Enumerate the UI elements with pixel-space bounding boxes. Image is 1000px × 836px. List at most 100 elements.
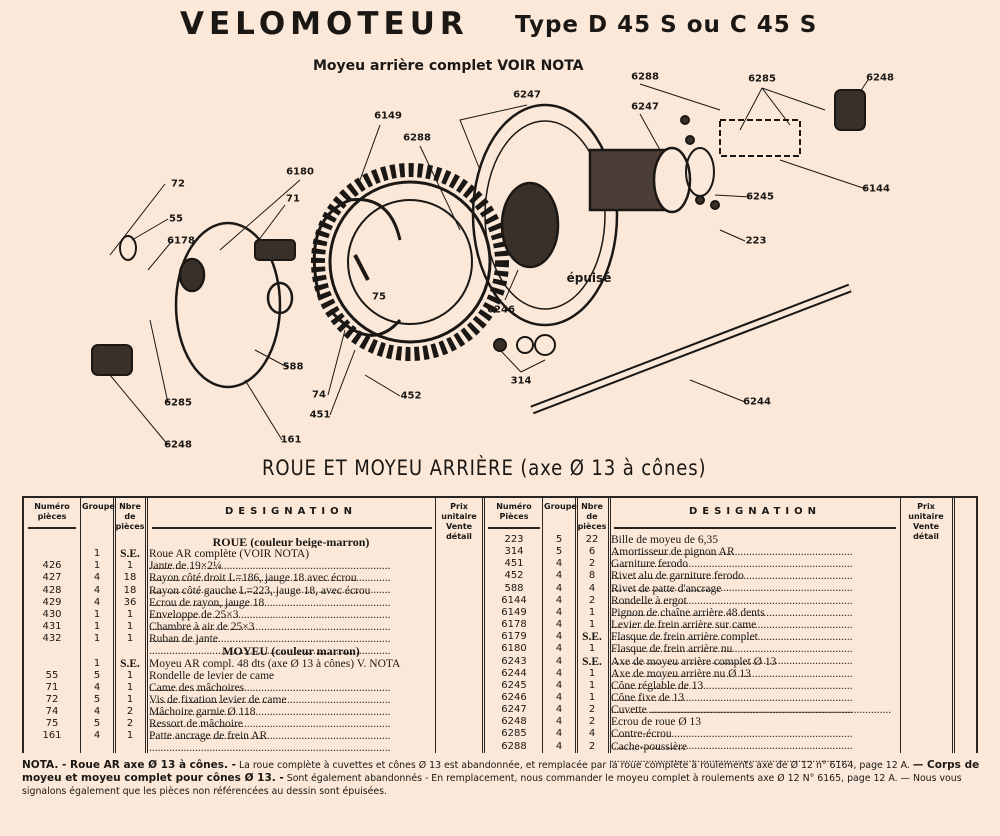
designation: Chambre à air de 25×3 xyxy=(149,621,433,645)
quantity: 1 xyxy=(126,621,134,633)
callout-label: 452 xyxy=(400,390,422,402)
designation: Pignon de chaîne arrière 48 dents xyxy=(611,607,897,631)
part-number: 6247 xyxy=(501,704,527,716)
group: 1 xyxy=(93,548,101,560)
part-number: 71 xyxy=(45,681,59,693)
group: 5 xyxy=(555,534,563,545)
exhausted-note: épuisé xyxy=(566,271,612,285)
group: 1 xyxy=(93,633,101,645)
part-number: 6243 xyxy=(501,655,527,667)
quantity: 1 xyxy=(126,693,134,705)
group: 1 xyxy=(93,657,101,669)
part-number: 451 xyxy=(504,558,524,570)
quantity: 1 xyxy=(126,681,134,693)
model-type: Type D 45 S ou C 45 S xyxy=(515,12,818,38)
hub-drawing xyxy=(471,103,692,327)
designation: ROUE (couleur beige-marron) xyxy=(212,536,370,548)
callout-label: 161 xyxy=(280,434,302,446)
header-groupe: Groupe xyxy=(82,502,115,511)
quantity: 4 xyxy=(588,728,596,740)
nota-text-1: La roue complète à cuvettes et cônes Ø 1… xyxy=(235,760,913,771)
exploded-hub-diagram xyxy=(91,79,869,446)
designation: Ecrou de rayon, jauge 18 xyxy=(149,597,433,621)
part-number: 6246 xyxy=(501,691,527,703)
quantity: 36 xyxy=(123,596,137,608)
sprocket-drawing xyxy=(311,163,509,361)
group: 5 xyxy=(555,546,563,558)
part-number: 588 xyxy=(504,582,524,594)
group: 4 xyxy=(555,704,563,716)
table-row: MOYEU (couleur marron) xyxy=(24,645,444,657)
designation: Rondelle à ergot xyxy=(611,595,897,619)
part-number: 72 xyxy=(45,693,59,705)
part-number: 6179 xyxy=(501,631,527,643)
quantity: 1 xyxy=(588,679,596,691)
designation: Levier de frein arrière sur came xyxy=(611,619,897,643)
nota-footnote: NOTA. - Roue AR axe Ø 13 à cônes. - La r… xyxy=(22,759,982,798)
designation: Moyeu AR compl. 48 dts (axe Ø 13 à cônes… xyxy=(149,657,401,670)
group: 1 xyxy=(93,560,101,572)
callout-label: 6248 xyxy=(164,439,192,451)
group: 4 xyxy=(93,681,101,693)
callout-label: 6247 xyxy=(513,89,541,101)
page-title: VELOMOTEUR xyxy=(180,6,469,42)
group: 4 xyxy=(555,740,563,752)
group: 4 xyxy=(555,691,563,703)
part-number: 428 xyxy=(42,584,62,596)
part-number: 6245 xyxy=(501,679,527,691)
header-num: Numéro Pièces xyxy=(496,502,532,521)
callout-label: 314 xyxy=(510,375,532,387)
callout-label: 6285 xyxy=(164,397,192,409)
header-groupe: Groupe xyxy=(544,502,577,511)
part-number: 6180 xyxy=(501,643,527,655)
callout-label: 6244 xyxy=(743,396,771,408)
quantity: 1 xyxy=(126,730,134,742)
designation: Jante de 19×2¼ xyxy=(149,560,433,584)
brake-shoes-drawing xyxy=(312,198,402,337)
quantity: 8 xyxy=(588,570,596,582)
quantity: 4 xyxy=(588,582,596,594)
callout-label: 223 xyxy=(745,235,767,247)
designation: Rivet alu de garniture ferodo xyxy=(611,570,897,594)
callout-label: 71 xyxy=(286,193,300,205)
group: 5 xyxy=(93,693,101,705)
callout-label: 6178 xyxy=(167,235,195,247)
part-number: 429 xyxy=(42,596,62,608)
quantity: 1 xyxy=(126,633,134,645)
group: 4 xyxy=(93,596,101,608)
designation: Enveloppe de 25×3 xyxy=(149,609,433,633)
quantity: 22 xyxy=(585,534,599,545)
designation: Cône réglable de 13 xyxy=(611,680,897,704)
header-nbre: Nbre de pièces xyxy=(115,502,145,531)
part-number: 431 xyxy=(42,621,62,633)
header-designation: DESIGNATION xyxy=(688,506,821,517)
designation: Came des mâchoires xyxy=(149,682,433,706)
part-number: 427 xyxy=(42,572,62,584)
quantity: 2 xyxy=(588,740,596,752)
callout-label: 451 xyxy=(309,409,331,421)
part-number: 223 xyxy=(504,534,524,545)
quantity: 1 xyxy=(588,643,596,655)
group: 4 xyxy=(555,558,563,570)
header-prix: Prix unitaire Vente détail xyxy=(441,502,477,541)
callout-label: 6246 xyxy=(487,304,515,316)
part-number: 161 xyxy=(42,730,62,742)
part-number: 430 xyxy=(42,608,62,620)
header-designation: DESIGNATION xyxy=(224,506,357,517)
quantity: S.E. xyxy=(120,657,140,670)
